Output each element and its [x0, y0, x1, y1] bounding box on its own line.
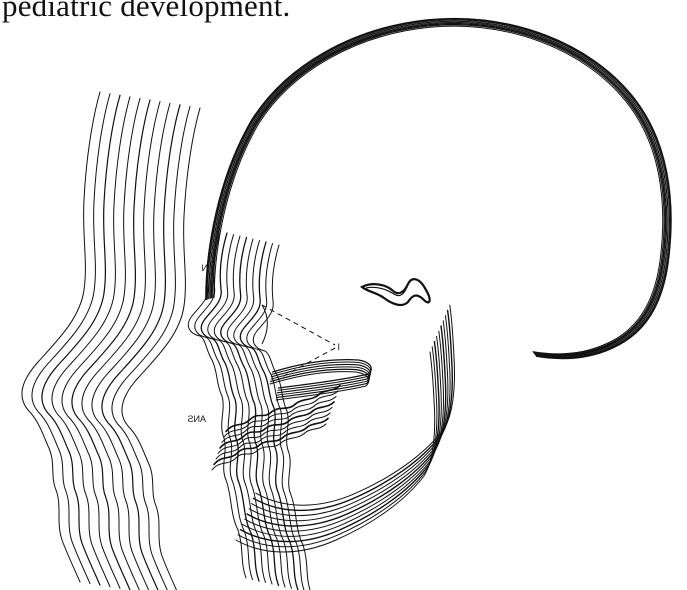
mandible-contour-6 [247, 326, 446, 526]
sella-turcica-outline [362, 279, 430, 305]
mandible-contour-9 [254, 310, 453, 510]
teeth-row-contour-6 [222, 397, 336, 443]
label-ans: ANS [187, 414, 206, 424]
soft-tissue-contour-10 [112, 106, 190, 590]
soft-tissue-contour-11 [122, 108, 200, 590]
mandible-contour-7 [249, 321, 448, 521]
skull-vault-group [206, 19, 671, 359]
label-n: N [202, 263, 209, 273]
facial-profile-contour-2 [195, 232, 253, 580]
palate-shelf-group [270, 360, 371, 400]
soft-tissue-contour-9 [102, 105, 180, 590]
dashed-line-n-to-i [262, 305, 335, 345]
maxilla-teeth-group [212, 386, 340, 471]
skull-contour-1 [214, 26, 663, 354]
facial-profile-contour-1 [188, 230, 246, 578]
soft-tissue-profile-group [22, 92, 200, 590]
label-i: I [337, 342, 340, 352]
skull-contour-2 [213, 25, 664, 355]
mandible-group [236, 305, 454, 552]
